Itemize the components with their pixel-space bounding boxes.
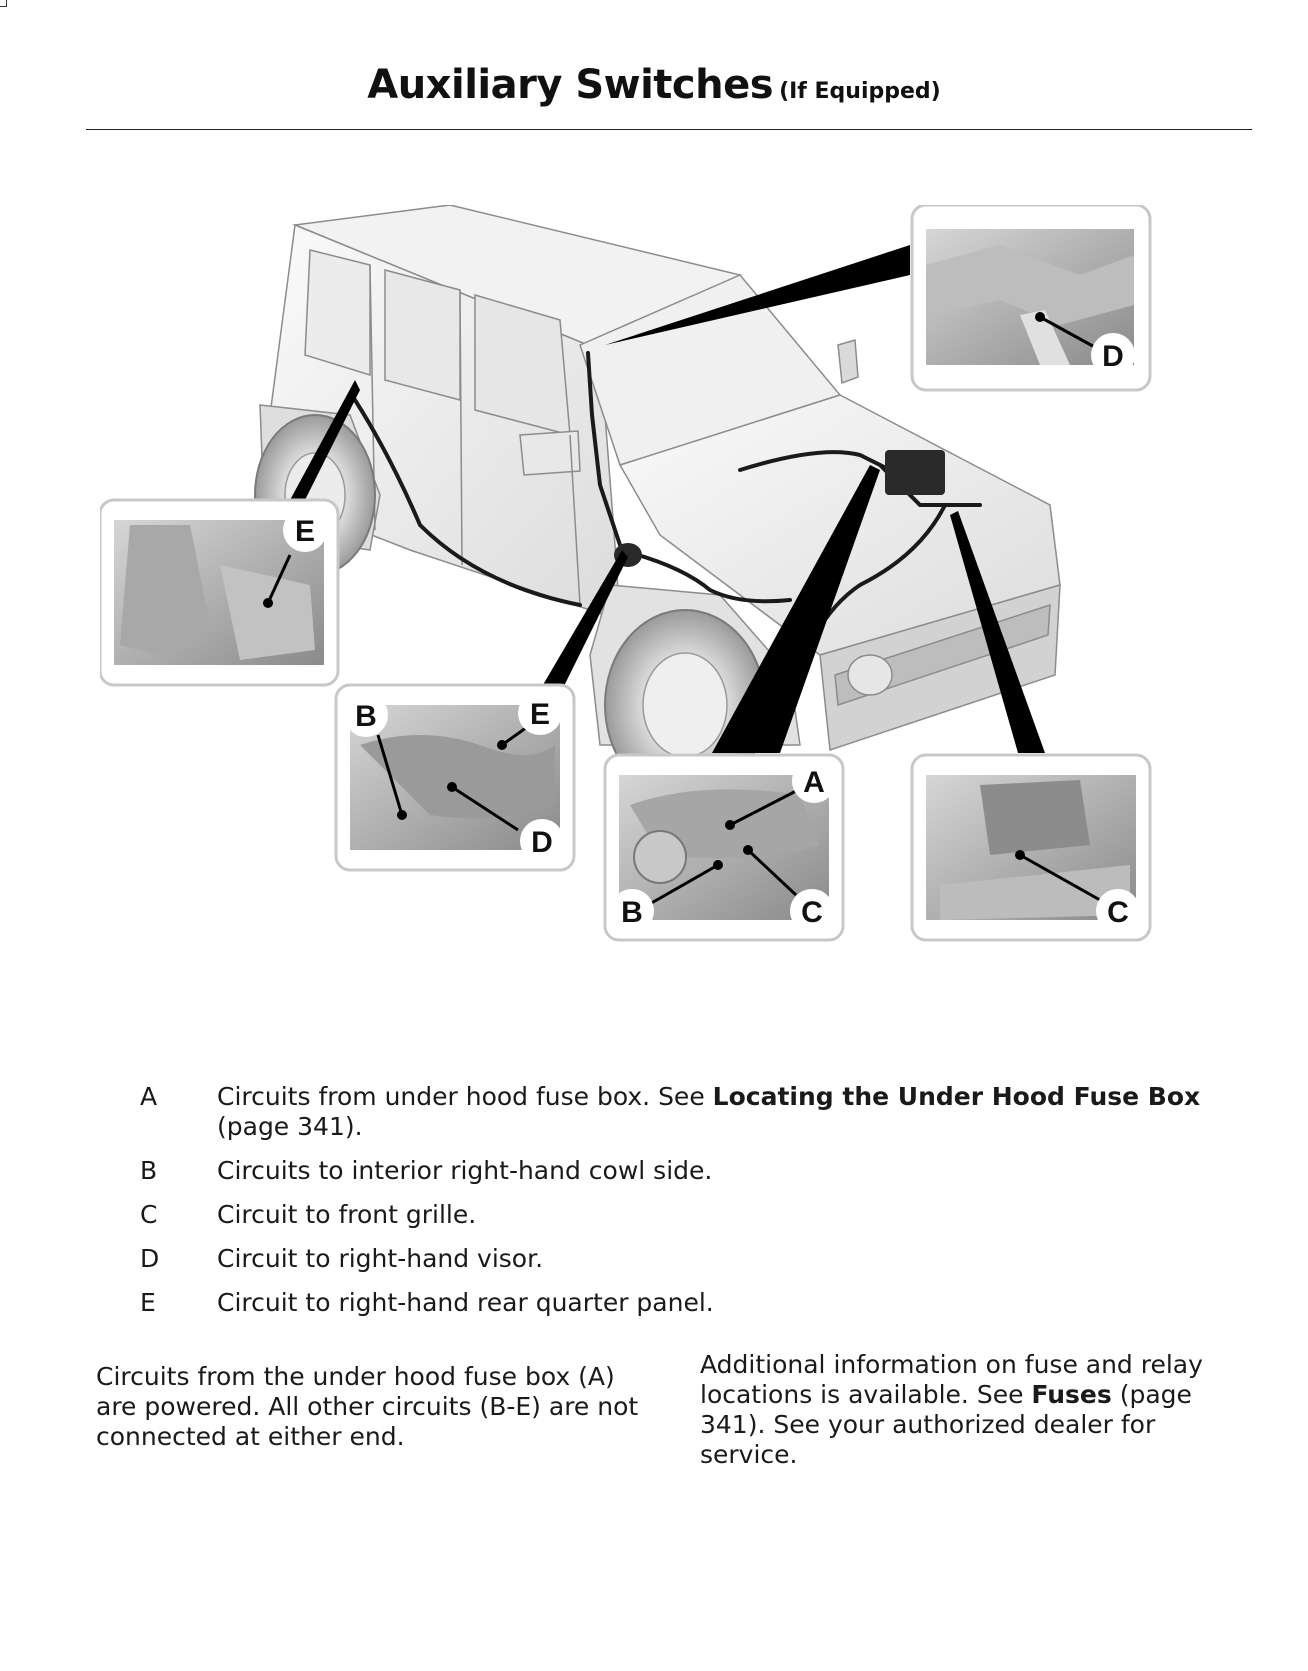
- additional-info-note: Additional information on fuse and relay…: [700, 1350, 1260, 1470]
- inset-visor-photo: D: [910, 205, 1152, 392]
- legend-key: A: [140, 1082, 158, 1111]
- legend-text: Circuits to interior right-hand cowl sid…: [217, 1156, 713, 1185]
- legend-item-e: E Circuit to right-hand rear quarter pan…: [140, 1288, 1260, 1318]
- vehicle-illustration-svg: D E B E D: [100, 205, 1152, 942]
- inset-fuse-box-photo: A B C: [603, 753, 845, 942]
- powered-circuits-note: Circuits from the under hood fuse box (A…: [96, 1362, 639, 1451]
- legend-text-after: (page 341).: [217, 1112, 363, 1141]
- page-heading: Auxiliary Switches(If Equipped): [0, 62, 1308, 108]
- callout-letter-c: C: [801, 896, 823, 929]
- callout-letter-e: E: [295, 515, 315, 548]
- legend-key: B: [140, 1156, 158, 1185]
- callout-letter-b-cowl: B: [355, 700, 377, 733]
- legend-text-before: Circuits from under hood fuse box. See: [217, 1082, 713, 1111]
- callout-legend: A Circuits from under hood fuse box. See…: [140, 1082, 1260, 1332]
- callout-wedges: [290, 245, 1045, 753]
- callout-letter-e-cowl: E: [530, 698, 550, 731]
- legend-text: Circuit to front grille.: [217, 1200, 477, 1229]
- legend-text: Circuit to right-hand rear quarter panel…: [217, 1288, 714, 1317]
- note-text-before: Additional information on fuse and relay…: [700, 1350, 1203, 1409]
- legend-item-a: A Circuits from under hood fuse box. See…: [140, 1082, 1260, 1142]
- callout-letter-d-cowl: D: [531, 826, 553, 859]
- callout-letter-c-grille: C: [1107, 896, 1129, 929]
- legend-item-b: B Circuits to interior right-hand cowl s…: [140, 1156, 1260, 1186]
- legend-item-c: C Circuit to front grille.: [140, 1200, 1260, 1230]
- inset-grille-photo: C: [910, 753, 1152, 942]
- page-corner-mark: [0, 0, 7, 7]
- page-subtitle: (If Equipped): [779, 79, 941, 104]
- legend-text: Circuit to right-hand visor.: [217, 1244, 544, 1273]
- page-title: Auxiliary Switches: [367, 62, 774, 108]
- legend-item-d: D Circuit to right-hand visor.: [140, 1244, 1260, 1274]
- fuse-box-shape: [885, 450, 945, 495]
- callout-letter-b: B: [621, 896, 643, 929]
- legend-key: D: [140, 1244, 160, 1273]
- callout-letter-a: A: [803, 766, 825, 799]
- vehicle-wiring-illustration: D E B E D: [100, 205, 1240, 1020]
- inset-quarter-panel-photo: E: [100, 498, 340, 687]
- callout-letter-d: D: [1102, 340, 1124, 373]
- legend-key: E: [140, 1288, 156, 1317]
- inset-cowl-photo: B E D: [334, 683, 576, 872]
- legend-text: Circuits from under hood fuse box. See L…: [217, 1082, 1260, 1142]
- note-text-after: (page 341). See your authorized dealer f…: [700, 1380, 1192, 1469]
- legend-key: C: [140, 1200, 158, 1229]
- title-divider: [86, 129, 1252, 130]
- fuses-link[interactable]: Fuses: [1031, 1380, 1112, 1409]
- locating-fuse-box-link[interactable]: Locating the Under Hood Fuse Box: [712, 1082, 1201, 1111]
